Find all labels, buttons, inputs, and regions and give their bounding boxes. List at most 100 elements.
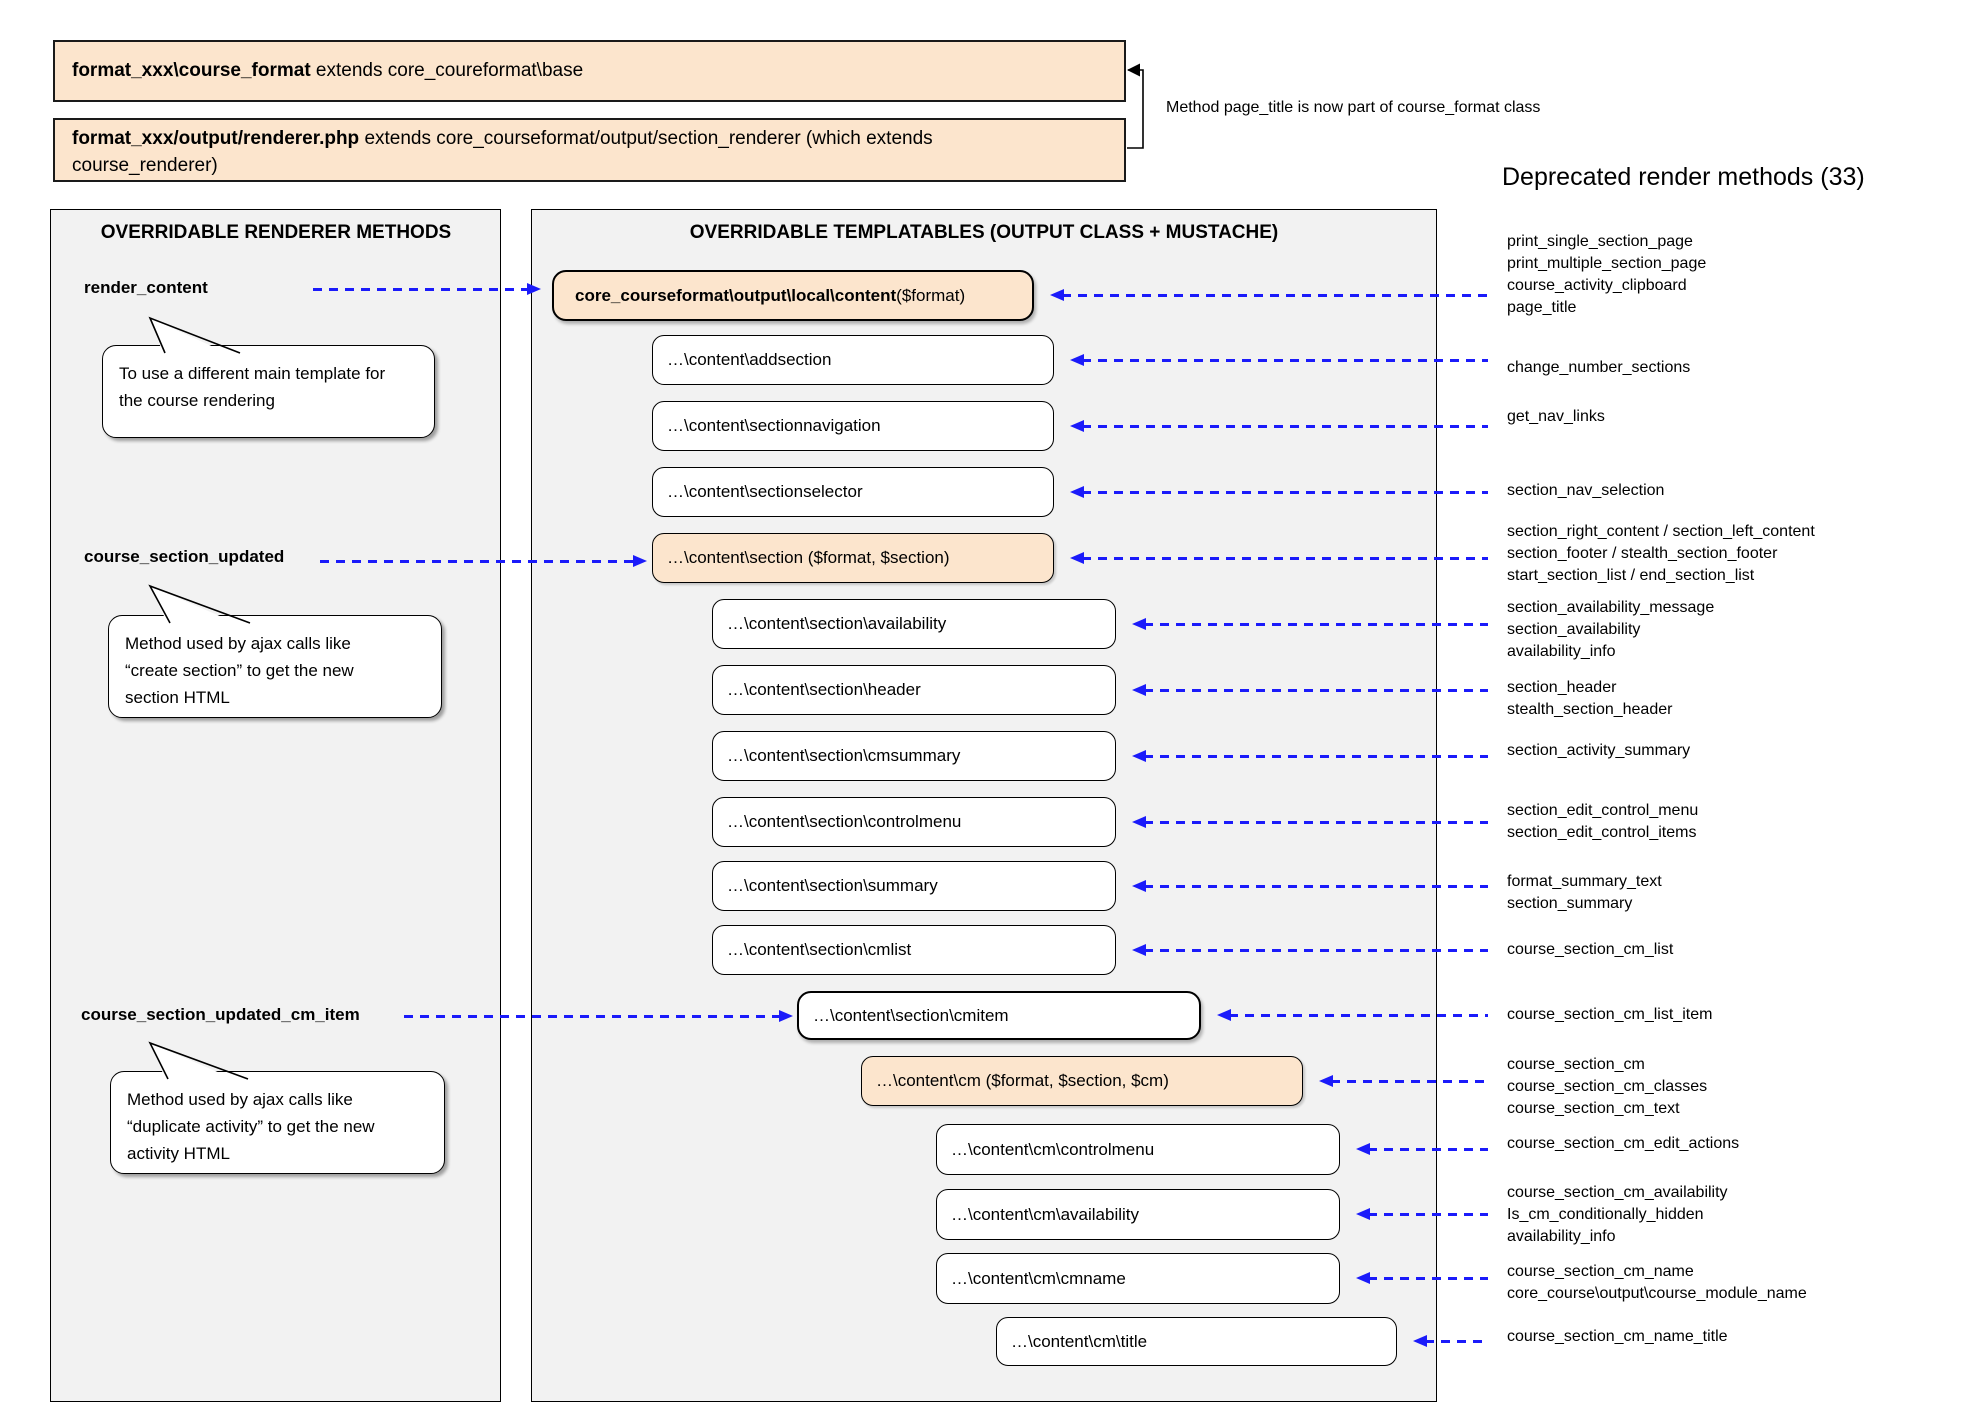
- deprecated-arrow-cm-head: [1319, 1074, 1333, 1087]
- deprecated-method-14-1: Is_cm_conditionally_hidden: [1507, 1206, 1704, 1223]
- class-box-course-format-text: format_xxx\course_format extends core_co…: [72, 60, 584, 81]
- deprecated-arrow-cm-cmname-dashes: [1368, 1277, 1488, 1280]
- deprecated-arrow-sectionnavigation-head: [1070, 419, 1084, 432]
- deprecated-arrow-section-header-dashes: [1144, 688, 1488, 692]
- deprecated-method-12-2: course_section_cm_text: [1507, 1100, 1680, 1117]
- deprecated-method-6-1: stealth_section_header: [1507, 701, 1673, 718]
- callout-bubble-1-line-2: section HTML: [125, 688, 230, 707]
- deprecated-arrow-addsection: [1070, 353, 1488, 366]
- deprecated-group-5: section_availability_message section_avai…: [1507, 597, 1714, 663]
- deprecated-arrow-addsection-head: [1070, 353, 1084, 366]
- deprecated-arrow-section-header: [1132, 683, 1488, 696]
- deprecated-method-7-0: section_activity_summary: [1507, 742, 1691, 759]
- deprecated-group-10: course_section_cm_list: [1507, 939, 1673, 961]
- deprecated-arrow-sectionselector-dashes: [1082, 490, 1488, 494]
- deprecated-group-13: course_section_cm_edit_actions: [1507, 1133, 1739, 1155]
- method-arrow-course_section_updated_cm_item-head: [779, 1009, 793, 1022]
- method-label-course_section_updated: course_section_updated: [84, 547, 285, 566]
- deprecated-method-8-1: section_edit_control_items: [1507, 824, 1697, 841]
- deprecated-arrow-section-cmitem-head: [1217, 1009, 1231, 1021]
- deprecated-method-11-0: course_section_cm_list_item: [1507, 1006, 1713, 1023]
- deprecated-method-0-3: page_title: [1507, 299, 1577, 316]
- method-arrow-render_content-dashes: [313, 287, 529, 291]
- callout-bubble-1-line-1: “create section” to get the new: [125, 661, 354, 680]
- deprecated-arrow-section-availability-head: [1132, 617, 1146, 630]
- deprecated-arrow-content-head: [1050, 289, 1064, 301]
- bracket-arrowhead: [1127, 63, 1140, 77]
- deprecated-arrow-cm-controlmenu-head: [1356, 1143, 1370, 1155]
- deprecated-method-4-0: section_right_content / section_left_con…: [1507, 523, 1815, 540]
- deprecated-method-0-2: course_activity_clipboard: [1507, 277, 1687, 294]
- deprecated-arrow-cm-availability-dashes: [1368, 1213, 1488, 1216]
- template-box-cm-controlmenu: …\content\cm\controlmenu: [936, 1124, 1340, 1175]
- deprecated-method-5-0: section_availability_message: [1507, 599, 1715, 616]
- deprecated-arrow-section-controlmenu: [1132, 815, 1488, 828]
- callout-bubble-0-line-0: To use a different main template for: [119, 364, 386, 383]
- template-box-section: …\content\section ($format, $section): [652, 533, 1054, 583]
- templatables-panel-title: OVERRIDABLE TEMPLATABLES (OUTPUT CLASS +…: [689, 222, 1279, 243]
- deprecated-method-12-0: course_section_cm: [1507, 1056, 1645, 1073]
- template-box-cm: …\content\cm ($format, $section, $cm): [861, 1056, 1303, 1106]
- callout-bubble-1-line-0: Method used by ajax calls like: [125, 634, 351, 653]
- template-box-section-cmitem: …\content\section\cmitem: [797, 991, 1201, 1040]
- callout-bubble-0-line-1: the course rendering: [119, 391, 275, 410]
- deprecated-group-12: course_section_cm course_section_cm_class…: [1507, 1054, 1707, 1120]
- deprecated-method-5-1: section_availability: [1507, 621, 1641, 638]
- callout-bubble-2-line-2: activity HTML: [127, 1144, 230, 1163]
- deprecated-method-3-0: section_nav_selection: [1507, 482, 1665, 499]
- deprecated-arrow-cm-cmname: [1356, 1272, 1488, 1284]
- deprecated-group-7: section_activity_summary: [1507, 740, 1690, 762]
- deprecated-method-16-0: course_section_cm_name_title: [1507, 1328, 1728, 1345]
- deprecated-group-3: section_nav_selection: [1507, 480, 1664, 502]
- deprecated-method-0-1: print_multiple_section_page: [1507, 255, 1707, 272]
- deprecated-arrow-section-availability: [1132, 617, 1488, 630]
- deprecated-arrow-cm-title: [1413, 1335, 1488, 1347]
- deprecated-group-0: print_single_section_page print_multiple_…: [1507, 231, 1706, 319]
- deprecated-arrow-section-cmsummary-head: [1132, 749, 1146, 762]
- deprecated-arrow-content-dashes: [1062, 294, 1488, 297]
- deprecated-method-15-0: course_section_cm_name: [1507, 1263, 1694, 1280]
- template-box-content: core_courseformat\output\local\content (…: [552, 270, 1034, 321]
- deprecated-group-11: course_section_cm_list_item: [1507, 1004, 1712, 1026]
- callout-bubble-2-line-1: “duplicate activity” to get the new: [127, 1117, 375, 1136]
- callout-bubble-1: Method used by ajax calls like “create se…: [108, 615, 442, 718]
- deprecated-arrow-section-cmsummary-dashes: [1144, 754, 1488, 758]
- method-arrow-course_section_updated-head: [633, 554, 647, 567]
- deprecated-arrow-cm-availability: [1356, 1208, 1488, 1220]
- deprecated-arrow-section-cmitem-dashes: [1229, 1014, 1488, 1017]
- deprecated-method-1-0: change_number_sections: [1507, 359, 1691, 376]
- deprecated-method-0-0: print_single_section_page: [1507, 233, 1693, 250]
- template-box-section-cmlist: …\content\section\cmlist: [712, 925, 1116, 975]
- deprecated-arrow-section-cmlist: [1132, 943, 1488, 956]
- template-box-cm-availability: …\content\cm\availability: [936, 1189, 1340, 1240]
- deprecated-group-16: course_section_cm_name_title: [1507, 1326, 1728, 1348]
- template-box-sectionnavigation: …\content\sectionnavigation: [652, 401, 1054, 451]
- deprecated-arrow-section: [1070, 551, 1488, 564]
- deprecated-method-6-0: section_header: [1507, 679, 1617, 696]
- deprecated-arrow-sectionnavigation-dashes: [1082, 424, 1488, 428]
- deprecated-arrow-section-summary: [1132, 879, 1488, 892]
- template-box-section-cmsummary: …\content\section\cmsummary: [712, 731, 1116, 781]
- method-arrow-course_section_updated: [320, 554, 647, 567]
- method-arrow-course_section_updated-dashes: [320, 559, 635, 563]
- deprecated-arrow-section-header-head: [1132, 683, 1146, 696]
- class-box-course-format: format_xxx\course_format extends core_co…: [53, 40, 1126, 102]
- deprecated-arrow-section-controlmenu-head: [1132, 815, 1146, 828]
- deprecated-arrow-cm-availability-head: [1356, 1208, 1370, 1220]
- deprecated-arrow-content: [1050, 289, 1488, 301]
- method-arrow-render_content-head: [527, 282, 541, 295]
- deprecated-method-4-1: section_footer / stealth_section_footer: [1507, 545, 1778, 562]
- deprecated-arrow-section-summary-dashes: [1144, 884, 1488, 888]
- deprecated-method-4-2: start_section_list / end_section_list: [1507, 567, 1755, 584]
- method-label-course_section_updated_cm_item: course_section_updated_cm_item: [81, 1005, 360, 1024]
- deprecated-method-10-0: course_section_cm_list: [1507, 941, 1674, 958]
- method-arrow-render_content: [313, 282, 541, 295]
- callout-bubble-2-line-0: Method used by ajax calls like: [127, 1090, 353, 1109]
- deprecated-method-12-1: course_section_cm_classes: [1507, 1078, 1708, 1095]
- deprecated-arrow-section-summary-head: [1132, 879, 1146, 892]
- deprecated-arrow-cm-dashes: [1331, 1079, 1488, 1083]
- bracket-note: Method page_title is now part of course_…: [1166, 99, 1541, 116]
